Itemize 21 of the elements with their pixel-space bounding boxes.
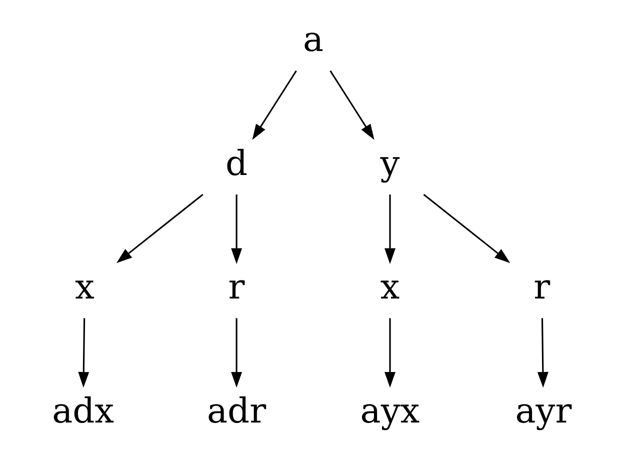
node-text: r <box>228 268 245 308</box>
arrow <box>384 318 396 388</box>
arrow <box>537 318 548 388</box>
arrow <box>116 194 204 264</box>
arrow <box>423 194 510 264</box>
arrow <box>384 194 396 264</box>
node-text: adx <box>52 391 114 432</box>
node-text: d <box>226 144 248 184</box>
arrow <box>231 318 242 388</box>
arrow <box>330 70 374 140</box>
arrow <box>231 194 242 264</box>
node-text: adr <box>207 391 266 432</box>
node-text: x <box>74 268 94 308</box>
node-text: ayr <box>515 391 572 432</box>
node-text: a <box>303 20 324 60</box>
node-text: x <box>380 268 400 308</box>
arrow <box>78 318 90 388</box>
node-text: ayx <box>360 391 420 432</box>
node-text: r <box>534 268 550 308</box>
node-text: y <box>380 144 400 184</box>
arrow <box>252 70 297 140</box>
